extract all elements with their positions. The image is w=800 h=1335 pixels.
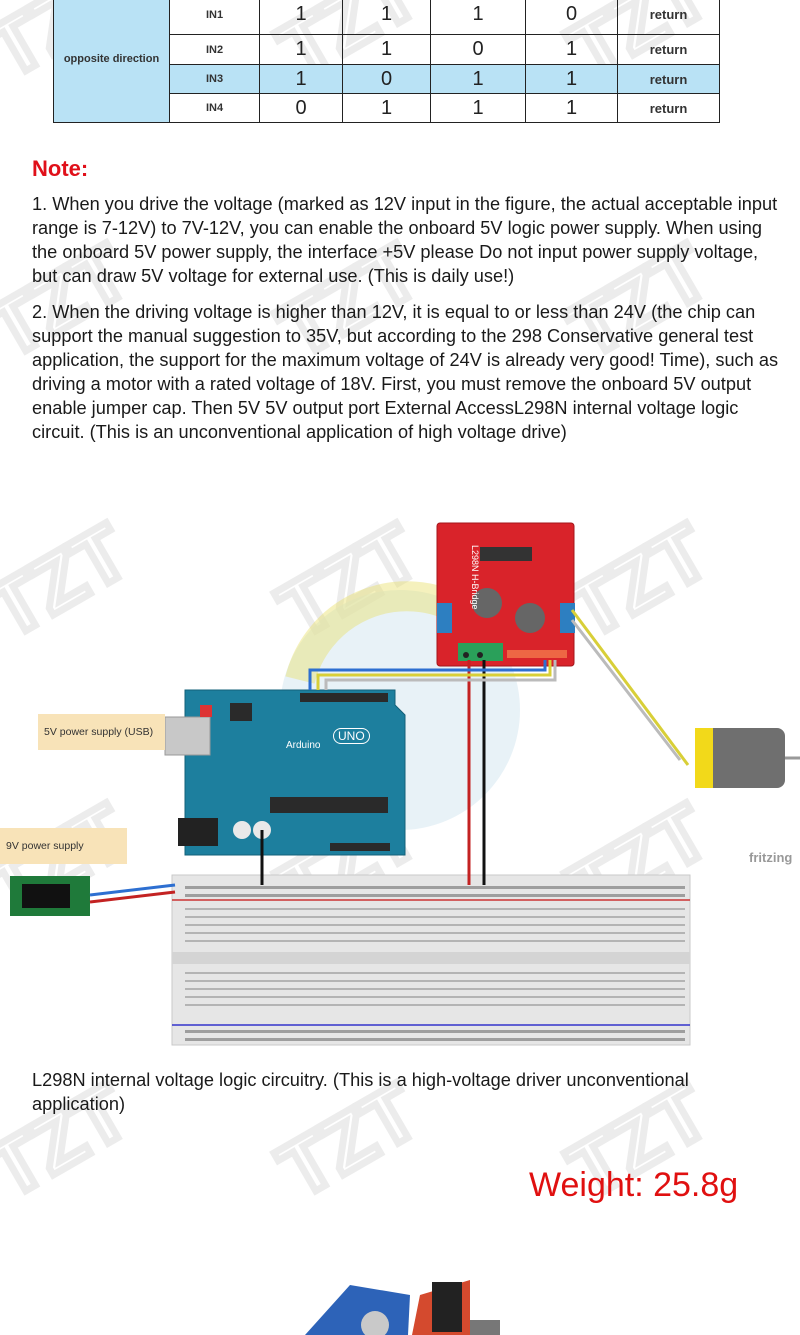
input-label: IN1 [169,0,260,35]
l298n-module [436,522,575,667]
module-label: L298N H-Bridge [470,545,480,610]
fritzing-label: fritzing [749,850,793,865]
table-cell: 1 [430,64,526,94]
table-cell: 1 [430,0,526,35]
nine-volt-label: 9V power supply [0,828,127,864]
arduino-board [164,689,406,856]
table-cell: 0 [342,64,431,94]
input-label: IN3 [169,64,260,94]
table-cell: 1 [525,34,618,65]
table-row: opposite direction IN1 1 1 1 0 return [53,0,720,123]
status-cell: return [617,0,720,35]
wiring-diagram: 5V power supply (USB) 9V power supply L2… [0,500,800,1070]
arduino-model-label: UNO [333,728,370,744]
table-row: IN4 0 1 1 1 return [54,93,720,123]
table-cell: 1 [430,93,526,123]
diagram-caption: L298N internal voltage logic circuitry. … [32,1070,689,1114]
usb-power-label: 5V power supply (USB) [38,714,165,750]
table-cell: 0 [525,0,618,35]
status-cell: return [617,93,720,123]
note-paragraph-2: 2. When the driving voltage is higher th… [32,302,779,442]
breadboard [171,874,691,1046]
table-cell: 0 [430,34,526,65]
note-title: Note: [32,156,89,181]
table-row: IN2 1 1 0 1 return [54,34,720,65]
input-label: IN4 [169,93,260,123]
table-cell: 1 [259,0,343,35]
status-cell: return [617,64,720,94]
wires [89,609,690,904]
direction-table: opposite direction IN1 1 1 1 0 return IN… [53,0,720,123]
table-cell: 1 [259,34,343,65]
power-jack [10,876,90,916]
logo-swoosh [285,581,468,684]
table-cell: 1 [342,0,431,35]
diagram-graphic [10,522,800,1046]
table-cell: 1 [342,93,431,123]
product-photo [305,1280,500,1335]
table-cell: 0 [259,93,343,123]
table-cell: 1 [259,64,343,94]
table-cell: 1 [525,64,618,94]
status-cell: return [617,34,720,65]
arduino-brand-label: Arduino [286,740,321,751]
weight-label: Weight: 25.8g [529,1166,739,1204]
table-cell: 1 [342,34,431,65]
table-cell: 1 [525,93,618,123]
direction-label: opposite direction [53,0,170,123]
dc-motor [695,728,800,788]
input-label: IN2 [169,34,260,65]
note-paragraph-1: 1. When you drive the voltage (marked as… [32,194,778,286]
